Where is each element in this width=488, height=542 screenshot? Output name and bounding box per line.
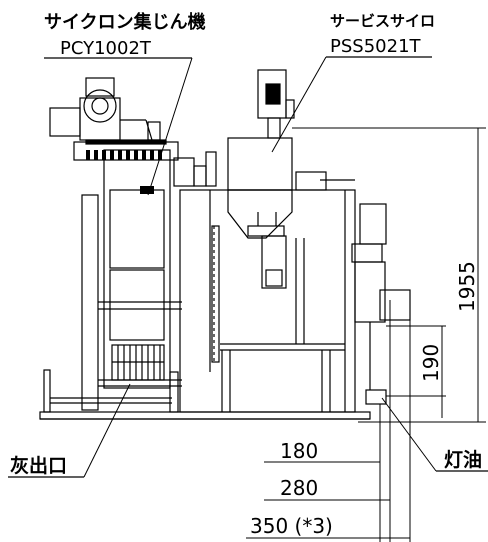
service-silo-label: サービスサイロ: [330, 12, 435, 30]
dimension-1955: 1955: [292, 127, 486, 422]
service-silo-model: PSS5021T: [330, 36, 422, 57]
dimension-180-value: 180: [280, 439, 318, 463]
dimension-190-value: 190: [419, 344, 443, 382]
dimension-350-value: 350 (*3): [250, 514, 333, 538]
silo-leader-line: [271, 56, 327, 153]
dimension-350: 350 (*3): [246, 514, 410, 539]
kerosene-label: 灯油: [444, 449, 482, 471]
cyclone-leader-line: [147, 57, 193, 196]
dimension-190: 190: [386, 325, 446, 418]
ash-outlet-leader-line: [83, 383, 131, 478]
cyclone-collector-label: サイクロン集じん機: [44, 11, 206, 33]
dimension-180: 180: [264, 439, 380, 463]
kerosene-leader-line: [381, 397, 437, 472]
cyclone-collector-model: PCY1002T: [60, 38, 152, 59]
ash-outlet-label: 灰出口: [10, 454, 67, 477]
dimension-baseline: [358, 300, 486, 542]
collector-grille: [86, 150, 162, 194]
dimension-1955-value: 1955: [455, 261, 479, 312]
dimension-280: 280: [264, 476, 390, 501]
dimension-280-value: 280: [280, 476, 318, 500]
machine-body: [39, 69, 411, 420]
